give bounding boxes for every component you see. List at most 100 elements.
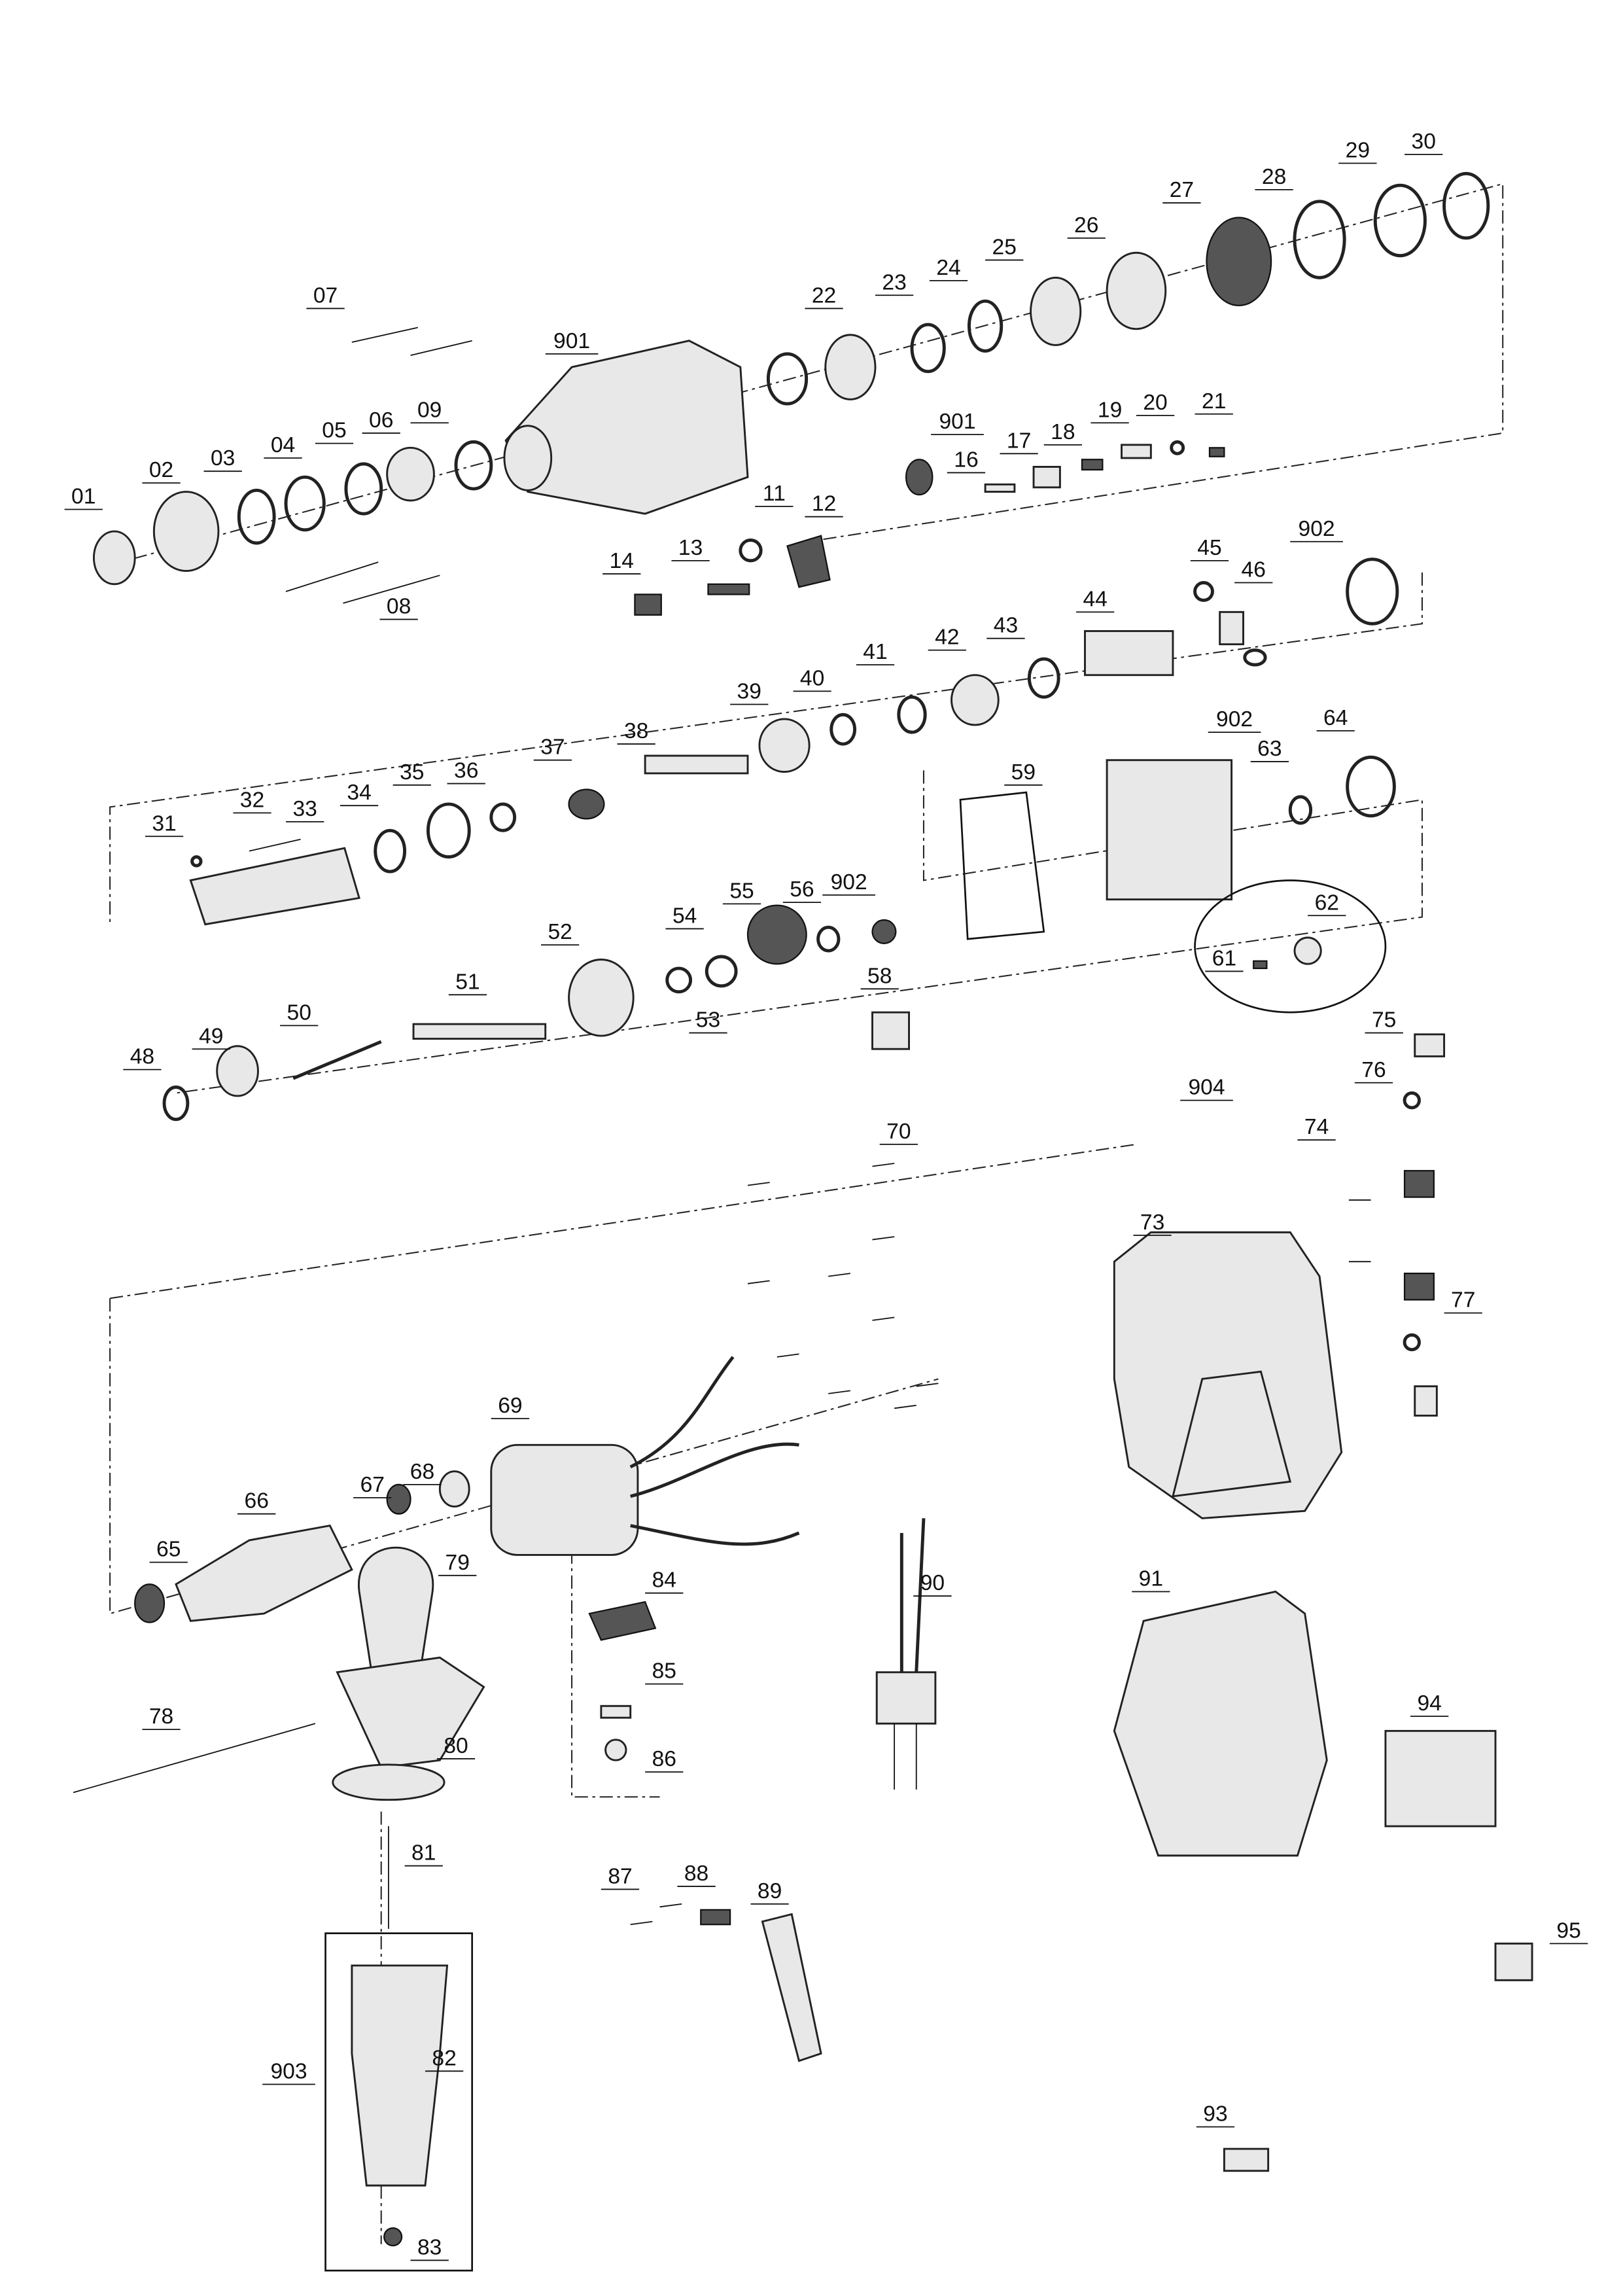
part-number: 02 — [149, 458, 173, 482]
part-label-04: 04 — [264, 433, 302, 459]
part-label-903: 903 — [262, 2060, 315, 2085]
part-label-34: 34 — [340, 781, 379, 807]
part-number: 16 — [954, 448, 978, 472]
part-label-40: 40 — [793, 666, 831, 692]
part-label-46: 46 — [1234, 558, 1273, 584]
part-label-12: 12 — [805, 492, 843, 518]
part-number: 21 — [1202, 389, 1226, 414]
part-number: 36 — [454, 759, 478, 783]
part-number: 83 — [417, 2235, 442, 2259]
part-label-902: 902 — [1208, 707, 1261, 733]
part-number: 13 — [678, 536, 703, 560]
part-label-95: 95 — [1549, 1918, 1588, 1945]
part-number: 27 — [1170, 178, 1194, 202]
part-label-55: 55 — [722, 879, 761, 905]
part-label-82: 82 — [425, 2046, 464, 2072]
part-label-08: 08 — [379, 595, 418, 620]
housing-73 — [1113, 1231, 1343, 1519]
part-number: 70 — [886, 1120, 911, 1144]
part-number: 14 — [610, 549, 634, 573]
part-label-93: 93 — [1196, 2102, 1235, 2128]
part-label-83: 83 — [410, 2235, 449, 2261]
part-number: 89 — [758, 1879, 782, 1903]
part-number: 85 — [652, 1659, 676, 1684]
part-number: 46 — [1242, 558, 1266, 582]
part-label-76: 76 — [1354, 1058, 1393, 1084]
part-number: 11 — [763, 482, 786, 506]
part-number: 65 — [156, 1538, 181, 1562]
screws-07-08 — [285, 327, 472, 604]
part-label-84: 84 — [645, 1568, 684, 1594]
part-number: 903 — [270, 2060, 307, 2084]
depth-stop-and-knob — [588, 1600, 657, 1761]
part-number: 74 — [1304, 1115, 1329, 1139]
part-label-49: 49 — [192, 1024, 230, 1050]
part-label-26: 26 — [1067, 213, 1106, 239]
part-number: 22 — [812, 283, 836, 308]
part-label-61: 61 — [1205, 946, 1244, 972]
part-label-85: 85 — [645, 1659, 684, 1685]
part-number: 90 — [920, 1571, 945, 1595]
part-label-54: 54 — [665, 904, 704, 930]
part-label-67: 67 — [353, 1473, 392, 1498]
small-bottom-parts — [630, 1903, 1533, 2172]
part-label-53: 53 — [689, 1008, 727, 1034]
part-number: 55 — [729, 879, 754, 903]
part-label-29: 29 — [1338, 139, 1377, 164]
hammer-mechanism — [189, 557, 1399, 926]
part-number: 62 — [1315, 891, 1339, 915]
part-number: 904 — [1188, 1076, 1225, 1100]
part-number: 19 — [1098, 398, 1122, 422]
part-label-90: 90 — [913, 1571, 952, 1597]
part-number: 33 — [292, 797, 317, 821]
part-label-904: 904 — [1180, 1076, 1233, 1101]
part-number: 69 — [498, 1394, 522, 1418]
part-number: 79 — [445, 1551, 470, 1575]
part-label-901: 901 — [545, 329, 599, 355]
housing-91 — [1113, 1590, 1328, 1857]
power-cord — [875, 1518, 937, 1790]
part-label-80: 80 — [436, 1734, 476, 1759]
part-number: 38 — [624, 719, 648, 743]
part-number: 87 — [608, 1864, 632, 1888]
part-number: 75 — [1372, 1008, 1396, 1033]
part-label-36: 36 — [447, 759, 485, 785]
part-label-01: 01 — [64, 484, 103, 510]
part-label-22: 22 — [805, 283, 843, 309]
part-label-37: 37 — [533, 735, 572, 761]
screws-70 — [747, 1163, 939, 1409]
part-number: 54 — [672, 904, 697, 928]
part-label-41: 41 — [856, 640, 895, 665]
part-label-20: 20 — [1136, 391, 1175, 416]
part-number: 43 — [994, 614, 1018, 638]
part-number: 30 — [1412, 130, 1436, 154]
part-number: 09 — [417, 398, 442, 422]
part-label-30: 30 — [1405, 130, 1443, 155]
part-number: 45 — [1197, 536, 1221, 560]
assembly-axis-lines — [109, 183, 1504, 2244]
part-label-03: 03 — [203, 446, 242, 472]
part-label-43: 43 — [986, 614, 1025, 639]
part-number: 91 — [1139, 1566, 1163, 1591]
part-number: 78 — [149, 1704, 173, 1729]
part-number: 86 — [652, 1747, 676, 1771]
part-number: 901 — [939, 410, 975, 434]
part-number: 17 — [1007, 429, 1031, 453]
part-label-902: 902 — [822, 870, 875, 896]
part-label-02: 02 — [142, 458, 181, 484]
part-label-94: 94 — [1410, 1691, 1449, 1717]
part-label-74: 74 — [1297, 1115, 1336, 1141]
part-label-88: 88 — [677, 1862, 716, 1887]
part-number: 52 — [548, 920, 572, 944]
part-number: 41 — [863, 640, 887, 664]
part-label-13: 13 — [671, 536, 710, 561]
part-number: 88 — [684, 1862, 708, 1886]
part-label-81: 81 — [404, 1841, 443, 1867]
part-number: 40 — [800, 666, 824, 690]
part-number: 48 — [130, 1045, 154, 1069]
part-number: 95 — [1556, 1918, 1580, 1943]
part-label-68: 68 — [403, 1460, 442, 1485]
part-number: 53 — [696, 1008, 720, 1033]
part-label-39: 39 — [730, 680, 769, 705]
